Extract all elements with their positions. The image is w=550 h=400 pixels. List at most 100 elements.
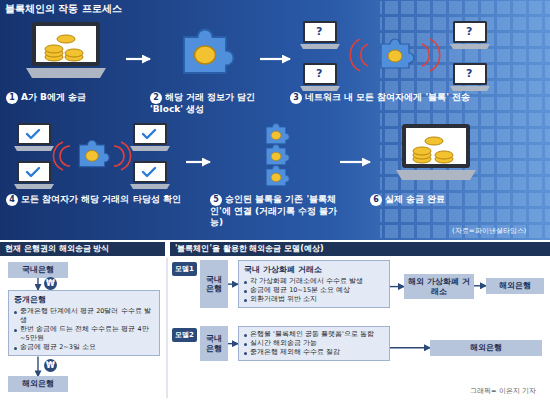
bank-label-wrap: 국내 은행 — [204, 275, 224, 294]
info-box: 은행을 '블록체인 공동 플랫폼'으로 통합실시간 해외송금 가능중개은행 제외… — [238, 326, 390, 361]
bullet-dot — [244, 299, 247, 302]
bullet-dot — [244, 352, 247, 355]
bank-box: 해외 가상화폐 거래소 — [404, 274, 474, 299]
flow-arrow — [390, 347, 430, 348]
flow-arrow — [340, 161, 370, 163]
question-mark: ? — [466, 67, 472, 80]
bank-label-wrap: 해외은행 — [22, 379, 54, 389]
bullet-text: 은행을 '블록체인 공동 플랫폼'으로 통합 — [250, 330, 374, 338]
bank-label: 국내 은행 — [204, 334, 224, 353]
step-number: 3 — [290, 92, 302, 104]
bank-box: 국내 은행 — [200, 260, 228, 308]
flow-arrow — [228, 283, 238, 284]
step-caption: 1A가 B에게 송금 — [6, 92, 126, 104]
diagram-title: 블록체인의 작동 프로세스 — [5, 2, 122, 16]
bullet-dot — [244, 281, 247, 284]
bank-box: 해외은행 — [430, 340, 542, 356]
bullet-dot — [14, 311, 17, 314]
bullet-dot — [244, 343, 247, 346]
bank-label-wrap: 국내 은행 — [204, 334, 224, 353]
bullet-text: 한번 송금에 드는 전체 수수료는 평균 4만~5만원 — [20, 325, 149, 342]
process-step: 4모든 참여자가 해당 거래의 타당성 확인 — [6, 118, 186, 206]
step-number: 6 — [370, 194, 382, 206]
box-title: 중개은행 — [14, 294, 154, 305]
info-box: 중개은행중개은행 단계에서 평균 20달러 수수료 발생한번 송금에 드는 전체… — [8, 290, 160, 356]
question-mark: ? — [316, 67, 322, 80]
bank-label: 해외은행 — [470, 343, 502, 353]
process-step: 2해당 거래 정보가 담긴 'Block' 생성 — [150, 14, 260, 115]
bullet-item: 한번 송금에 드는 전체 수수료는 평균 4만~5만원 — [14, 325, 154, 343]
model-tag: 모델1 — [172, 262, 197, 276]
step-caption: 5승인된 블록을 기존 '블록체인'에 연결 (거래기록 수정 불가능) — [210, 194, 340, 229]
bullet-dot — [244, 334, 247, 337]
question-mark: ? — [316, 25, 322, 38]
step-text: 모든 참여자가 해당 거래의 타당성 확인 — [21, 194, 181, 204]
bullet-text: 송금에 평균 2~3일 소요 — [20, 343, 96, 351]
bullet-item: 외환거래법 위반 소지 — [244, 295, 384, 304]
bank-label: 해외 가상화폐 거래소 — [408, 277, 470, 296]
bullet-text: 실시간 해외송금 가능 — [250, 339, 317, 347]
source-note: (자료=파이낸셜타임스) — [452, 226, 526, 236]
flow-arrow — [126, 58, 150, 60]
step-caption: 4모든 참여자가 해당 거래의 타당성 확인 — [6, 194, 186, 206]
step-text: 실제 송금 완료 — [385, 194, 445, 204]
flow-arrow — [37, 356, 38, 376]
step-number: 2 — [150, 92, 162, 104]
bank-box: 국내은행 — [8, 262, 68, 278]
bullet-item: 각 가상화폐 거래소에서 수수료 발생 — [244, 277, 384, 286]
bank-box: 국내 은행 — [200, 326, 228, 361]
flow-arrow — [260, 58, 290, 60]
step-text: A가 B에게 송금 — [21, 92, 86, 102]
bullet-item: 중개은행 제외해 수수료 절감 — [244, 348, 384, 357]
bank-box: 해외은행 — [8, 376, 68, 392]
bullet-item: 은행을 '블록체인 공동 플랫폼'으로 통합 — [244, 330, 384, 339]
bank-label: 국내 은행 — [204, 275, 224, 294]
bullet-dot — [244, 290, 247, 293]
bullet-item: 송금에 평균 2~3일 소요 — [14, 343, 154, 352]
section-header: '블록체인'을 활용한 해외송금 모델(예상) — [170, 242, 550, 256]
process-step: 6실제 송금 완료 — [370, 118, 500, 206]
bank-label: 국내은행 — [22, 265, 54, 275]
model-tag: 모델2 — [172, 328, 197, 342]
step-text: 해당 거래 정보가 담긴 'Block' 생성 — [150, 92, 255, 114]
bullet-text: 중개은행 제외해 수수료 절감 — [250, 348, 340, 356]
bullet-item: 실시간 해외송금 가능 — [244, 339, 384, 348]
step-text: 승인된 블록을 기존 '블록체인'에 연결 (거래기록 수정 불가능) — [210, 194, 337, 227]
bullet-dot — [14, 347, 17, 350]
bullet-text: 중개은행 단계에서 평균 20달러 수수료 발생 — [20, 307, 151, 324]
box-title: 국내 가상화폐 거래소 — [244, 264, 384, 275]
question-mark: ? — [466, 25, 472, 38]
flow-arrow — [474, 285, 486, 286]
bank-label: 해외은행 — [22, 379, 54, 389]
bank-label-wrap: 해외은행 — [470, 343, 502, 353]
process-step: 1A가 B에게 송금 — [6, 14, 126, 104]
bullet-text: 외환거래법 위반 소지 — [250, 295, 317, 303]
won-icon: ₩ — [44, 277, 57, 290]
flow-arrow — [37, 278, 38, 290]
process-step: 5승인된 블록을 기존 '블록체인'에 연결 (거래기록 수정 불가능) — [210, 118, 340, 229]
bank-box: 해외은행 — [486, 278, 544, 294]
step-caption: 6실제 송금 완료 — [370, 194, 500, 206]
bullet-item: 송금에 평균 10~15분 소요 예상 — [244, 286, 384, 295]
bullet-dot — [14, 329, 17, 332]
step-caption: 3네트워크 내 모든 참여자에게 '블록' 전송 — [290, 92, 490, 104]
step-text: 네트워크 내 모든 참여자에게 '블록' 전송 — [305, 92, 470, 102]
flow-arrow — [390, 286, 404, 287]
step-number: 1 — [6, 92, 18, 104]
info-box: 국내 가상화폐 거래소각 가상화폐 거래소에서 수수료 발생송금에 평균 10~… — [238, 260, 390, 308]
step-number: 4 — [6, 194, 18, 206]
flow-arrow — [186, 161, 210, 163]
flow-arrow — [228, 343, 238, 344]
bank-label: 해외은행 — [499, 281, 531, 291]
bank-label-wrap: 해외은행 — [499, 281, 531, 291]
step-caption: 2해당 거래 정보가 담긴 'Block' 생성 — [150, 92, 260, 115]
bullet-text: 송금에 평균 10~15분 소요 예상 — [250, 286, 350, 294]
bullet-text: 각 가상화폐 거래소에서 수수료 발생 — [250, 277, 363, 285]
bank-label-wrap: 해외 가상화폐 거래소 — [408, 277, 470, 296]
section-header: 현재 은행권의 해외송금 방식 — [0, 242, 165, 256]
bank-label-wrap: 국내은행 — [22, 265, 54, 275]
step-number: 5 — [210, 194, 222, 206]
credit-note: 그래픽= 이은지 기자 — [470, 387, 536, 396]
bullet-item: 중개은행 단계에서 평균 20달러 수수료 발생 — [14, 307, 154, 325]
